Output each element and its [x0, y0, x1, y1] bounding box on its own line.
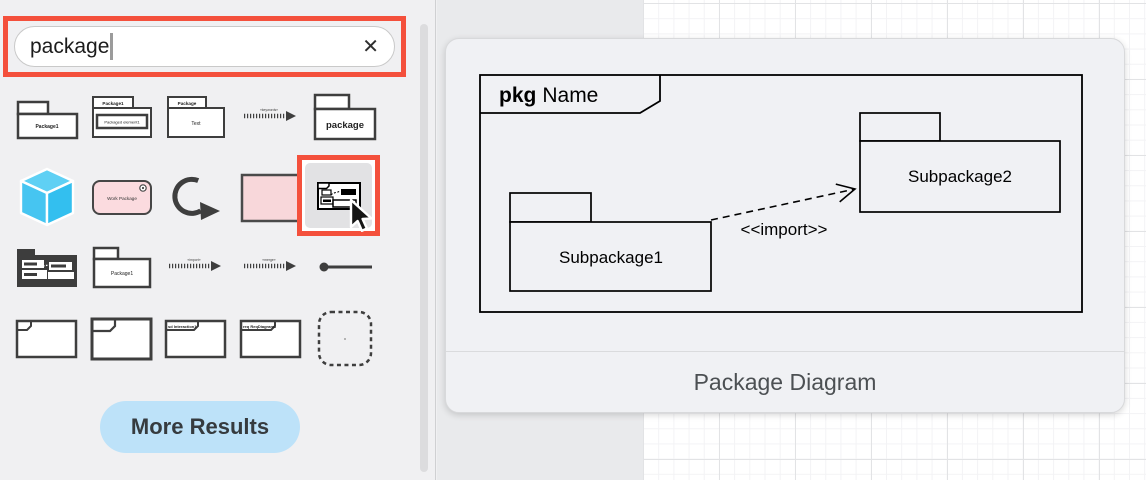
shape-result-frame-large[interactable] [90, 316, 154, 362]
shape-row-4: sd Interaction1 req ReqDiagram1 [12, 306, 380, 372]
pkg-frame-tab [480, 75, 661, 114]
merge-arrow-icon: «merge» [243, 258, 296, 271]
frame-sd-interaction-icon: sd Interaction1 [164, 319, 227, 359]
svg-text:«keywords»: «keywords» [259, 108, 277, 112]
subpackage2-shape: Subpackage2 [859, 112, 1061, 213]
uml-package-element-icon: Package1 Packaged element1 [91, 96, 152, 138]
more-results-button[interactable]: More Results [100, 401, 300, 453]
import-arrow-icon: «import» [169, 258, 221, 271]
shape-result-package-diagram-dark[interactable] [15, 245, 79, 289]
import-dependency-edge: <<import>> [710, 183, 857, 239]
frame-req-diagram-icon: req ReqDiagram1 [239, 319, 301, 359]
uml-package-icon: Package1 [92, 246, 151, 289]
svg-text:req ReqDiagram1: req ReqDiagram1 [243, 324, 277, 329]
shape-result-work-package[interactable]: Work Package [91, 179, 153, 217]
shape-result-package1[interactable]: Package1 [15, 94, 79, 140]
shape-result-dashed-square[interactable] [315, 309, 375, 369]
preview-caption: Package Diagram [446, 351, 1124, 412]
shape-result-package-folder[interactable]: package [312, 93, 378, 141]
pkg-frame [479, 74, 1083, 313]
panel-scrollbar[interactable] [420, 24, 428, 472]
shape-result-import-arrow[interactable]: «import» [167, 244, 225, 290]
shape-result-circle-line[interactable] [315, 244, 375, 290]
dashed-rounded-square-icon [317, 310, 373, 367]
work-package-icon: Work Package [91, 179, 152, 215]
shape-result-package1-folder[interactable]: Package1 [92, 244, 152, 290]
shape-result-packaged-element[interactable]: Package1 Packaged element1 [90, 94, 154, 140]
package-folder-icon: package [313, 93, 377, 141]
shape-search-panel: package ✕ Package1 Package1 Packaged ele… [0, 0, 436, 480]
frame-small-tab-icon [15, 319, 78, 359]
shape-result-package-text[interactable]: Package Text [166, 94, 226, 140]
frame-large-tab-icon [90, 317, 152, 361]
search-highlight-box: package ✕ [3, 16, 406, 77]
svg-text:«merge»: «merge» [262, 258, 275, 262]
mouse-cursor [347, 198, 377, 241]
shape-result-pink-rectangle[interactable] [240, 173, 302, 223]
svg-text:Text: Text [191, 121, 201, 127]
shape-result-module-cube[interactable] [17, 167, 77, 229]
loop-arrow-icon [172, 176, 220, 220]
svg-text:Package1: Package1 [110, 271, 132, 277]
svg-text:Work Package: Work Package [107, 196, 137, 201]
subpackage1-shape: Subpackage1 [509, 192, 712, 292]
shape-result-frame-small[interactable] [15, 317, 79, 361]
search-value: package [30, 34, 110, 58]
svg-text:package: package [326, 120, 364, 131]
svg-text:sd Interaction1: sd Interaction1 [168, 324, 197, 329]
module-cube-3d-icon [19, 167, 75, 226]
shape-result-loop-arrow[interactable] [167, 173, 225, 223]
clear-search-icon[interactable]: ✕ [362, 35, 379, 58]
shape-row-3: Package1 «import» «merge» [12, 240, 380, 294]
shape-result-frame-sd[interactable]: sd Interaction1 [164, 317, 228, 361]
svg-text:Subpackage2: Subpackage2 [908, 167, 1012, 186]
shape-result-package-diagram-selected[interactable] [297, 155, 380, 236]
shape-result-dependency-arrow[interactable]: «keywords» [242, 94, 300, 140]
uml-package-icon: Package1 [16, 100, 79, 140]
shape-row-2: Work Package [12, 155, 380, 240]
svg-text:<<import>>: <<import>> [741, 220, 828, 239]
shape-result-merge-arrow[interactable]: «merge» [242, 244, 300, 290]
uml-package-text-icon: Package Text [167, 96, 225, 138]
svg-text:Package1: Package1 [35, 124, 58, 130]
pointer-arrow-icon [349, 198, 373, 232]
svg-text:Packaged element1: Packaged element1 [104, 120, 140, 125]
dependency-arrow-icon: «keywords» [243, 108, 296, 121]
shape-row-1: Package1 Package1 Packaged element1 Pack… [12, 92, 380, 142]
search-input[interactable]: package ✕ [14, 26, 395, 67]
text-caret [110, 33, 114, 60]
pink-rectangle-icon [240, 173, 301, 222]
svg-text:Package: Package [178, 101, 197, 106]
svg-text:Package1: Package1 [102, 101, 124, 106]
package-diagram-dark-icon [17, 249, 77, 287]
svg-text:Subpackage1: Subpackage1 [559, 248, 663, 267]
shape-result-frame-req[interactable]: req ReqDiagram1 [239, 317, 303, 361]
circle-end-line-icon [319, 262, 372, 272]
svg-text:«import»: «import» [187, 258, 200, 262]
